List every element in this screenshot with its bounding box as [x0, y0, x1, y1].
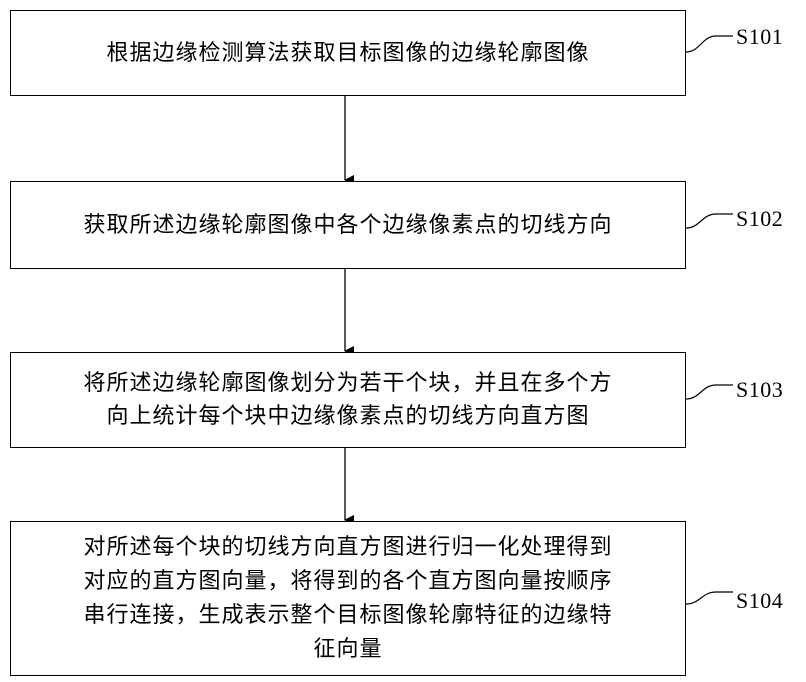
step-text-line: 根据边缘检测算法获取目标图像的边缘轮廓图像	[106, 37, 589, 70]
step-text-line: 获取所述边缘轮廓图像中各个边缘像素点的切线方向	[83, 209, 612, 242]
step-text-block: 对所述每个块的切线方向直方图进行归一化处理得到 对应的直方图向量，将得到的各个直…	[83, 531, 612, 667]
step-text-line: 对应的直方图向量，将得到的各个直方图向量按顺序	[83, 565, 612, 599]
step-text-block: 将所述边缘轮廓图像划分为若干个块，并且在多个方 向上统计每个块中边缘像素点的切线…	[83, 367, 612, 433]
step-label-s104: S104	[736, 588, 783, 614]
step-text-line: 串行连接，生成表示整个目标图像轮廓特征的边缘特	[83, 599, 612, 633]
step-label-s102: S102	[736, 206, 783, 232]
leader-s101	[686, 36, 733, 52]
step-label-s101: S101	[736, 24, 783, 50]
step-text-line: 将所述边缘轮廓图像划分为若干个块，并且在多个方	[83, 367, 612, 400]
step-text-line: 向上统计每个块中边缘像素点的切线方向直方图	[83, 400, 612, 433]
step-text-line: 对所述每个块的切线方向直方图进行归一化处理得到	[83, 531, 612, 565]
step-box-s103: 将所述边缘轮廓图像划分为若干个块，并且在多个方 向上统计每个块中边缘像素点的切线…	[10, 352, 686, 448]
step-text-line: 征向量	[83, 633, 612, 667]
step-box-s102: 获取所述边缘轮廓图像中各个边缘像素点的切线方向	[10, 181, 686, 269]
step-box-s104: 对所述每个块的切线方向直方图进行归一化处理得到 对应的直方图向量，将得到的各个直…	[10, 521, 686, 676]
step-box-s101: 根据边缘检测算法获取目标图像的边缘轮廓图像	[10, 10, 686, 96]
leader-s104	[686, 592, 733, 604]
leader-s103	[686, 385, 733, 399]
leader-s102	[686, 214, 733, 228]
step-label-s103: S103	[736, 377, 783, 403]
